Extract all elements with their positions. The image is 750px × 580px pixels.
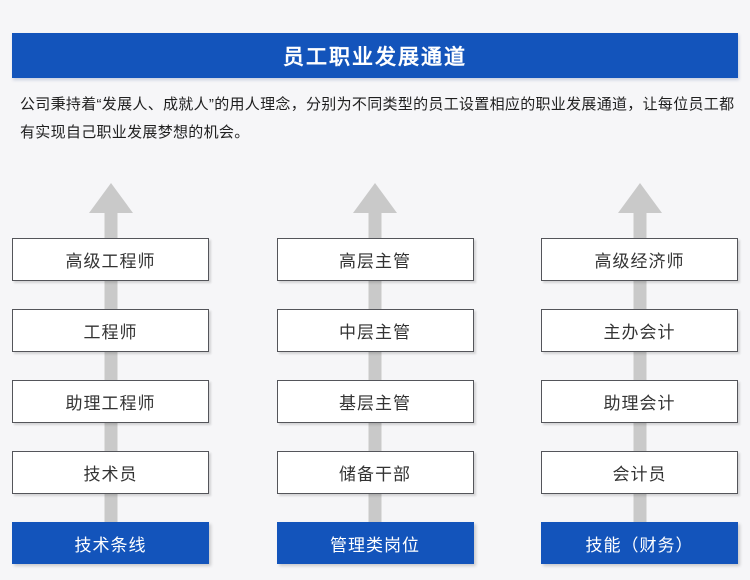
track-name-box: 管理类岗位 xyxy=(276,522,474,564)
level-box: 助理工程师 xyxy=(12,380,209,423)
level-box: 基层主管 xyxy=(276,380,474,423)
level-box: 高层主管 xyxy=(276,238,474,281)
up-arrow-icon xyxy=(353,183,397,213)
up-arrow-shaft xyxy=(368,211,382,523)
career-track-management: 高层主管 中层主管 基层主管 储备干部 管理类岗位 xyxy=(276,183,474,565)
track-name-box: 技术条线 xyxy=(12,522,209,564)
career-track-technical: 高级工程师 工程师 助理工程师 技术员 技术条线 xyxy=(12,183,209,565)
career-track-finance-skill: 高级经济师 主办会计 助理会计 会计员 技能（财务） xyxy=(541,183,738,565)
level-box: 工程师 xyxy=(12,309,209,352)
level-box: 助理会计 xyxy=(541,380,738,423)
level-box: 中层主管 xyxy=(276,309,474,352)
up-arrow-icon xyxy=(617,183,662,213)
page-title-banner: 员工职业发展通道 xyxy=(12,33,738,78)
level-box: 高级经济师 xyxy=(541,238,738,281)
level-box: 技术员 xyxy=(12,451,209,494)
track-name-box: 技能（财务） xyxy=(541,522,738,564)
page-title: 员工职业发展通道 xyxy=(283,45,467,69)
level-box: 高级工程师 xyxy=(12,238,209,281)
up-arrow-icon xyxy=(88,183,133,213)
tracks-container: 高级工程师 工程师 助理工程师 技术员 技术条线 高层主管 中层主管 基层主管 … xyxy=(12,183,738,565)
up-arrow-shaft xyxy=(104,211,117,523)
up-arrow-shaft xyxy=(633,211,646,523)
intro-paragraph: 公司秉持着“发展人、成就人”的用人理念，分别为不同类型的员工设置相应的职业发展通… xyxy=(20,96,735,141)
level-box: 会计员 xyxy=(541,451,738,494)
level-box: 储备干部 xyxy=(276,451,474,494)
level-box: 主办会计 xyxy=(541,309,738,352)
